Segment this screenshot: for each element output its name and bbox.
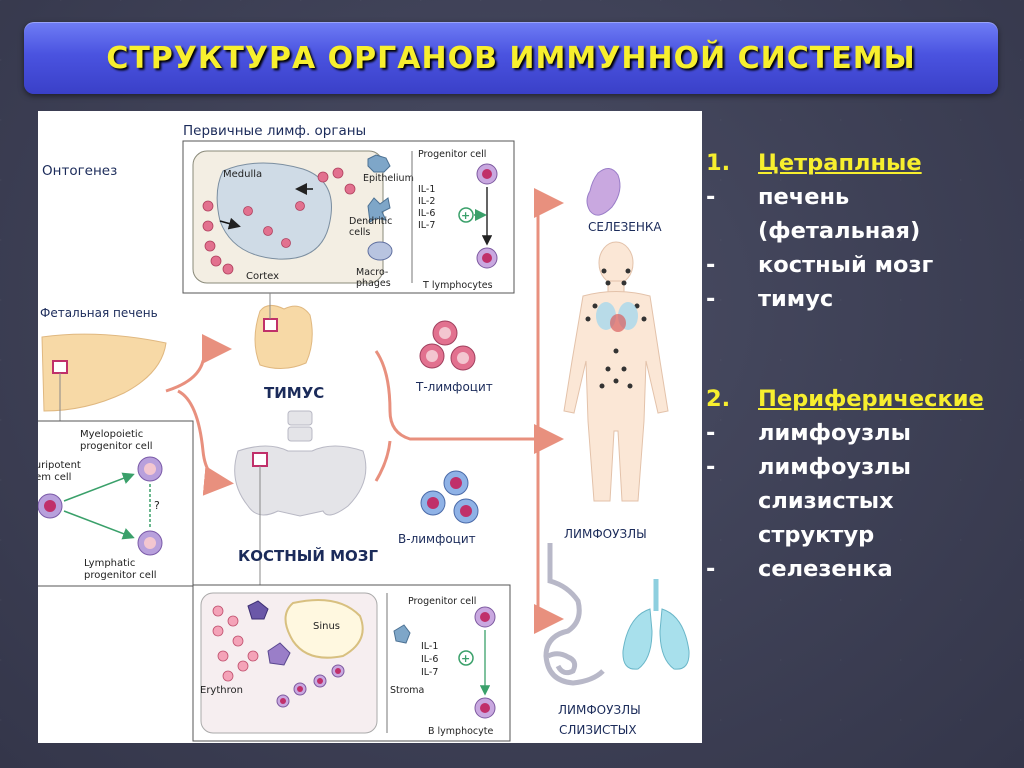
digestive-tract bbox=[543, 543, 605, 686]
title-bar: СТРУКТУРА ОРГАНОВ ИММУННОЙ СИСТЕМЫ bbox=[24, 22, 998, 94]
t-lymphocyte-label: Т-лимфоцит bbox=[415, 380, 493, 394]
immune-system-figure: Первичные лимф. органы Онтогенез Фетальн… bbox=[38, 111, 702, 743]
marrow-progenitor-label: Progenitor cell bbox=[408, 596, 476, 607]
ontogenesis-label: Онтогенез bbox=[42, 163, 117, 179]
figure-drawing: Первичные лимф. органы Онтогенез Фетальн… bbox=[38, 123, 690, 742]
sinus-label: Sinus bbox=[313, 621, 340, 632]
spleen-label: СЕЛЕЗЕНКА bbox=[588, 220, 662, 234]
spleen-organ bbox=[586, 168, 621, 216]
bone-marrow-label: КОСТНЫЙ МОЗГ bbox=[238, 546, 378, 565]
slide-title: СТРУКТУРА ОРГАНОВ ИММУННОЙ СИСТЕМЫ bbox=[106, 40, 916, 76]
erythron-label: Erythron bbox=[200, 685, 243, 696]
b-lymphocyte-label: В-лимфоцит bbox=[398, 532, 476, 546]
list-marker: - bbox=[706, 420, 716, 446]
list-text: структур bbox=[758, 522, 875, 548]
question-mark: ? bbox=[154, 499, 160, 512]
list-marker: - bbox=[706, 556, 716, 582]
dendritic-label-1: Dendritic bbox=[349, 216, 392, 227]
pluri-label-1: Pluripotent bbox=[38, 460, 81, 471]
thymus-label: ТИМУС bbox=[264, 384, 324, 402]
lymph-label-2: progenitor cell bbox=[84, 570, 157, 581]
list-text: (фетальная) bbox=[758, 218, 921, 244]
marrow-inset: Sinus Erythron Progenitor cell IL-1 IL-6… bbox=[192, 584, 511, 742]
cortex-label: Cortex bbox=[246, 271, 279, 282]
list-marker: - bbox=[706, 286, 716, 312]
primary-organs-label: Первичные лимф. органы bbox=[183, 123, 366, 139]
list-marker: - bbox=[706, 252, 716, 278]
list-text: лимфоузлы bbox=[758, 454, 911, 480]
thymus-organ bbox=[254, 305, 313, 369]
progenitor-label: Progenitor cell bbox=[418, 149, 486, 160]
liver-inset: Myelopoietic progenitor cell Pluripotent… bbox=[38, 420, 194, 587]
myelo-label-1: Myelopoietic bbox=[80, 429, 143, 440]
fetal-liver-organ bbox=[41, 333, 167, 412]
t-lymphocyte-cells bbox=[419, 320, 476, 371]
marrow-il1-label: IL-1 bbox=[421, 641, 438, 652]
list-text: костный мозг bbox=[758, 252, 934, 278]
list-text: тимус bbox=[758, 286, 834, 312]
list-text: лимфоузлы bbox=[758, 420, 911, 446]
myelo-label-2: progenitor cell bbox=[80, 441, 153, 452]
dendritic-label-2: cells bbox=[349, 227, 370, 238]
list-text: слизистых bbox=[758, 488, 894, 514]
il6-label: IL-6 bbox=[418, 208, 435, 219]
fetal-liver-label: Фетальная печень bbox=[40, 306, 158, 320]
svg-text:+: + bbox=[461, 652, 470, 665]
medulla-label: Medulla bbox=[223, 169, 262, 180]
flow-arrows bbox=[165, 188, 564, 634]
epithelium-label: Epithelium bbox=[363, 173, 414, 184]
list-marker: 1. bbox=[706, 150, 731, 176]
macrophage-label-2: phages bbox=[356, 278, 391, 289]
il7-label: IL-7 bbox=[418, 220, 435, 231]
mucosal-nodes-label-2: СЛИЗИСТЫХ bbox=[559, 723, 637, 737]
lungs bbox=[622, 579, 690, 670]
pluri-label-2: stem cell bbox=[38, 472, 71, 483]
list-marker: - bbox=[706, 454, 716, 480]
lymph-nodes-label: ЛИМФОУЗЛЫ bbox=[564, 527, 647, 541]
list-text: печень bbox=[758, 184, 850, 210]
mucosal-nodes-label-1: ЛИМФОУЗЛЫ bbox=[558, 703, 641, 717]
list-text: селезенка bbox=[758, 556, 893, 582]
macrophage-label-1: Macro- bbox=[356, 267, 388, 278]
list-marker: 2. bbox=[706, 386, 731, 412]
list-text: Цетраплные bbox=[758, 150, 922, 176]
marrow-b-lymphocyte-label: B lymphocyte bbox=[428, 726, 493, 737]
il2-label: IL-2 bbox=[418, 196, 435, 207]
list-text: Периферические bbox=[758, 386, 984, 412]
t-lymphocytes-label: T lymphocytes bbox=[422, 280, 493, 291]
marrow-il7-label: IL-7 bbox=[421, 667, 438, 678]
body-silhouette bbox=[563, 241, 669, 502]
b-lymphocyte-cells bbox=[420, 470, 479, 524]
svg-text:+: + bbox=[461, 209, 470, 222]
il1-label: IL-1 bbox=[418, 184, 435, 195]
thymus-inset: Medulla Cortex Epithelium Dendritic cell… bbox=[182, 140, 515, 294]
list-marker: - bbox=[706, 184, 716, 210]
lymph-label-1: Lymphatic bbox=[84, 558, 135, 569]
marrow-il6-label: IL-6 bbox=[421, 654, 438, 665]
stroma-label: Stroma bbox=[390, 685, 424, 696]
